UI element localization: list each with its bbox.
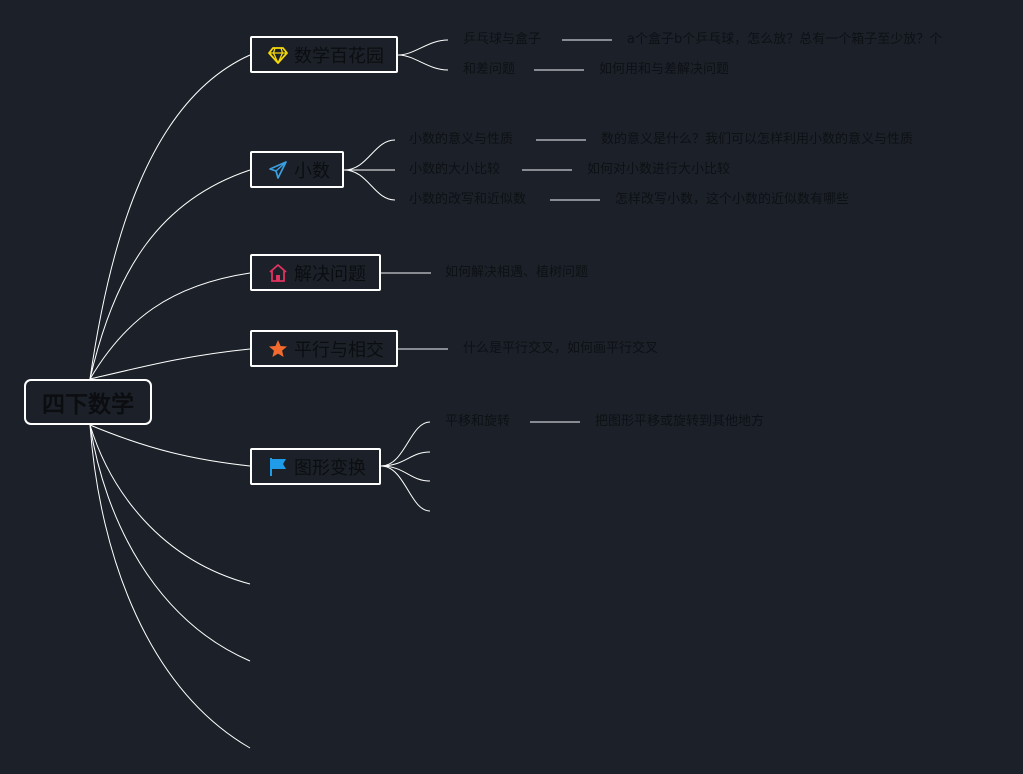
house-icon <box>268 263 288 283</box>
topic-label[interactable]: 小数的改写和近似数 <box>409 192 527 207</box>
link-branch5-empty3 <box>380 465 431 512</box>
branch-label-2: 小数 <box>294 160 330 182</box>
branch-node-4[interactable]: 平行与相交 <box>250 330 398 367</box>
flag-icon <box>268 457 288 477</box>
topic-label[interactable]: 乒乓球与盒子 <box>463 32 542 47</box>
diamond-icon <box>268 45 288 65</box>
link-root-branch-1 <box>89 54 251 380</box>
topic-note[interactable]: 怎样改写小数，这个小数的近似数有哪些 <box>615 192 850 207</box>
topic-label[interactable]: 小数的大小比较 <box>409 162 501 177</box>
topic-note[interactable]: 数的意义是什么？我们可以怎样利用小数的意义与性质 <box>601 132 914 147</box>
branch-note[interactable]: 什么是平行交叉，如何画平行交叉 <box>463 341 659 356</box>
branch-label-5: 图形变换 <box>294 457 366 479</box>
topic-label[interactable]: 平移和旋转 <box>445 414 511 429</box>
link-root-branch-4 <box>89 348 251 380</box>
link-branch5-topic1 <box>380 421 431 467</box>
branch-node-5[interactable]: 图形变换 <box>250 448 381 485</box>
root-node[interactable]: 四下数学 <box>24 379 152 425</box>
paper-plane-icon <box>268 160 288 180</box>
branch-label-3: 解决问题 <box>294 263 366 285</box>
link-root-empty-3 <box>89 424 251 749</box>
topic-note[interactable]: 如何对小数进行大小比较 <box>587 162 731 177</box>
root-label: 四下数学 <box>42 392 134 418</box>
branch-node-1[interactable]: 数学百花园 <box>250 36 398 73</box>
topic-label[interactable]: 小数的意义与性质 <box>409 132 514 147</box>
branch-node-3[interactable]: 解决问题 <box>250 254 381 291</box>
link-root-empty-1 <box>89 424 251 585</box>
link-root-branch-2 <box>89 169 251 380</box>
star-icon <box>268 339 288 359</box>
branch-node-2[interactable]: 小数 <box>250 151 344 188</box>
link-branch2-topic3 <box>343 169 396 201</box>
topic-note[interactable]: 把图形平移或旋转到其他地方 <box>595 414 765 429</box>
branch-label-4: 平行与相交 <box>294 339 384 361</box>
branch-label-1: 数学百花园 <box>294 45 384 67</box>
link-root-branch-5 <box>89 424 251 467</box>
topic-note[interactable]: 如何用和与差解决问题 <box>599 62 730 77</box>
branch-note[interactable]: 如何解决相遇、植树问题 <box>445 265 589 280</box>
topic-label[interactable]: 和差问题 <box>463 62 516 77</box>
link-branch5-empty2 <box>380 465 431 482</box>
topic-note[interactable]: a个盒子b个乒乓球，怎么放？总有一个箱子至少放？个 <box>627 32 943 47</box>
link-branch1-topic1 <box>397 39 449 56</box>
link-branch5-empty1 <box>380 451 431 467</box>
link-branch1-topic2 <box>397 54 449 71</box>
link-root-branch-3 <box>89 272 251 380</box>
link-branch2-topic1 <box>343 139 396 171</box>
link-root-empty-2 <box>89 424 251 662</box>
